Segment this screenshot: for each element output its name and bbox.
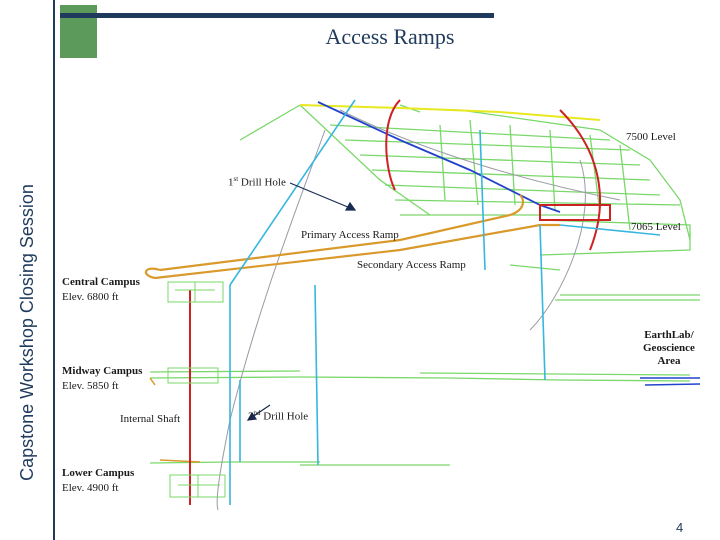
earthlab-line-1: EarthLab/: [644, 329, 694, 341]
label-earthlab: EarthLab/ Geoscience Area: [643, 329, 695, 368]
label-primary-access-ramp: Primary Access Ramp: [301, 229, 399, 241]
label-7500-level: 7500 Level: [626, 131, 676, 143]
second-drill-hole-text: Drill Hole: [260, 410, 309, 423]
second-drill-hole-number: 2: [248, 410, 254, 423]
label-lower-campus-elev: Elev. 4900 ft: [62, 482, 119, 494]
label-midway-campus-elev: Elev. 5850 ft: [62, 380, 119, 392]
earthlab-line-3: Area: [657, 355, 681, 367]
top-bar: [60, 13, 494, 18]
label-lower-campus-name: Lower Campus: [62, 467, 135, 479]
earthlab-line-2: Geoscience: [643, 342, 695, 354]
label-central-campus-name: Central Campus: [62, 276, 140, 288]
cyan-shafts: [229, 99, 661, 505]
midway-campus-block: [167, 367, 219, 384]
sidebar-rule: [53, 0, 55, 540]
secondary-ramp-network: [149, 377, 201, 463]
page-number: 4: [676, 520, 684, 535]
blue-ramp: [317, 101, 561, 213]
upper-tunnel-network: [239, 104, 691, 256]
page-title: Access Ramps: [325, 24, 455, 49]
annotation-arrows: [246, 182, 357, 421]
label-secondary-access-ramp: Secondary Access Ramp: [357, 259, 466, 271]
label-7065-level: 7065 Level: [631, 221, 681, 233]
first-drill-hole-suffix: st: [233, 175, 239, 183]
label-midway-campus-name: Midway Campus: [62, 365, 143, 377]
first-drill-hole-text: Drill Hole: [238, 176, 286, 189]
first-drill-hole-number: 1: [228, 176, 234, 189]
second-drill-hole-suffix: nd: [253, 409, 261, 417]
earthlab-area: [640, 377, 701, 386]
red-structures: [189, 99, 611, 505]
label-central-campus-elev: Elev. 6800 ft: [62, 291, 119, 303]
site-outline: [216, 109, 621, 511]
label-first-drill-hole: 1st Drill Hole: [228, 173, 286, 190]
label-internal-shaft: Internal Shaft: [120, 413, 181, 425]
lower-tunnel-levels: [149, 264, 700, 466]
central-campus-block: [167, 281, 224, 303]
label-second-drill-hole: 2nd Drill Hole: [248, 407, 308, 424]
primary-access-ramp-path: [144, 194, 560, 280]
lower-campus-block: [169, 474, 226, 498]
